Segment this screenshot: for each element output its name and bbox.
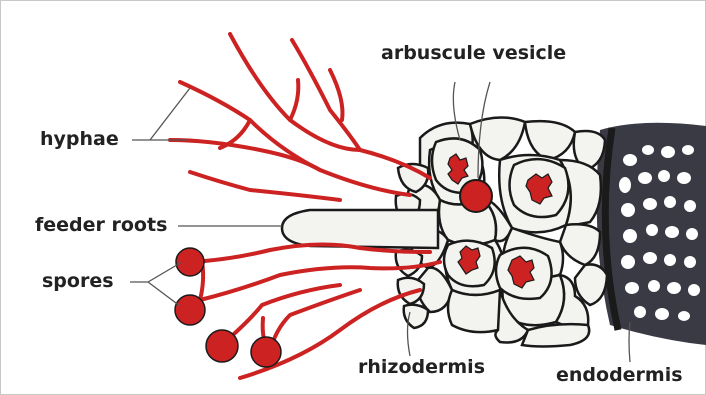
spore: [176, 248, 204, 276]
spores-label: spores: [42, 272, 114, 291]
rhizodermis-label: rhizodermis: [358, 358, 485, 377]
hyphae-leader: [132, 88, 190, 140]
spores-group: [175, 248, 281, 367]
endodermis-label: endodermis: [556, 366, 683, 385]
spore: [175, 295, 205, 325]
spore: [206, 330, 238, 362]
feeder-roots-label: feeder roots: [35, 216, 167, 235]
hyphae-label: hyphae: [40, 130, 119, 149]
spore: [251, 337, 281, 367]
spores-leader: [130, 262, 182, 306]
vesicle: [460, 180, 492, 212]
endodermis-leader: [629, 322, 630, 362]
root-cross-section: [396, 117, 706, 346]
arbuscule-vesicle-label: arbuscule vesicle: [381, 44, 566, 63]
feeder-root: [282, 210, 438, 248]
